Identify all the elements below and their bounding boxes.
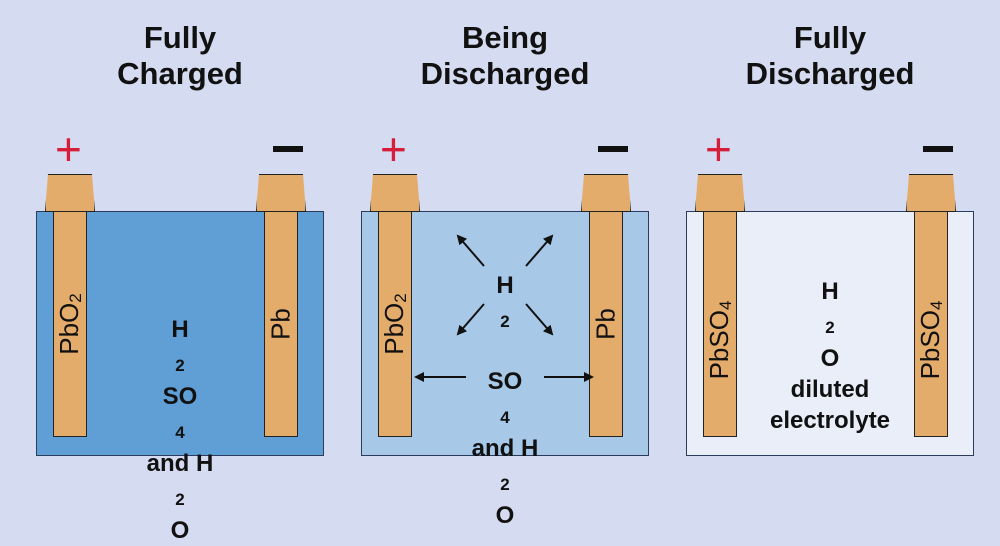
positive-plate: PbO2	[378, 211, 412, 437]
positive-terminal-cap	[695, 174, 745, 212]
negative-terminal-cap	[906, 174, 956, 212]
minus-bar	[598, 146, 628, 152]
negative-plate: Pb	[589, 211, 623, 437]
title-line-1: Being	[461, 20, 549, 55]
minus-bar	[273, 146, 303, 152]
arrow-up-right	[525, 234, 554, 267]
title-line-2: Discharged	[745, 56, 915, 91]
arrow-up-left	[456, 234, 485, 267]
positive-terminal-sign: +	[705, 123, 732, 175]
negative-plate: Pb	[264, 211, 298, 437]
title-line-1: Fully	[143, 20, 217, 55]
panel-title: Being Discharged	[340, 20, 670, 92]
negative-terminal-cap	[256, 174, 306, 212]
positive-plate: PbSO4	[703, 211, 737, 437]
panel-title: Fully Discharged	[665, 20, 995, 92]
reaction-arrows	[414, 234, 594, 382]
panel-title: Fully Charged	[15, 20, 345, 92]
title-line-1: Fully	[793, 20, 867, 55]
positive-plate: PbO2	[53, 211, 87, 437]
positive-terminal-sign: +	[55, 123, 82, 175]
arrow-down-left	[456, 303, 485, 336]
arrow-down-right	[525, 303, 554, 336]
minus-bar	[923, 146, 953, 152]
negative-terminal-sign	[923, 120, 953, 152]
title-line-2: Discharged	[420, 56, 590, 91]
positive-terminal-cap	[45, 174, 95, 212]
negative-terminal-sign	[598, 120, 628, 152]
positive-terminal-sign: +	[380, 123, 407, 175]
negative-plate: PbSO4	[914, 211, 948, 437]
title-line-2: Charged	[117, 56, 243, 91]
negative-terminal-sign	[273, 120, 303, 152]
